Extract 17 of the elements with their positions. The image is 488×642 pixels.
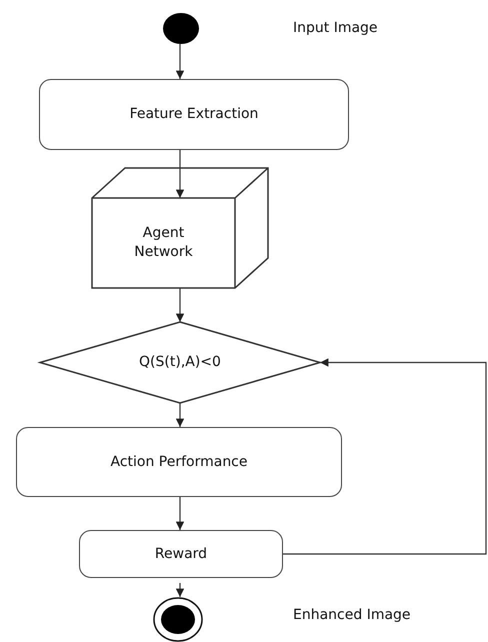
process-box xyxy=(39,79,349,150)
arrow xyxy=(176,288,184,322)
process-box xyxy=(79,530,283,578)
arrow xyxy=(283,358,487,555)
node-label: Reward xyxy=(154,544,208,564)
node-label: Action Performance xyxy=(110,452,248,472)
arrow xyxy=(176,403,184,427)
node-label: Agent Network xyxy=(133,224,194,262)
arrow xyxy=(176,497,184,530)
caption-text: Enhanced Image xyxy=(293,607,411,623)
arrow xyxy=(176,44,184,79)
arrow xyxy=(176,150,184,198)
node-label: Q(S(t),A)<0 xyxy=(139,353,221,372)
arrow xyxy=(176,583,184,597)
process-box xyxy=(16,427,342,497)
node-label: Feature Extraction xyxy=(130,105,258,124)
caption-text: Input Image xyxy=(293,20,378,36)
